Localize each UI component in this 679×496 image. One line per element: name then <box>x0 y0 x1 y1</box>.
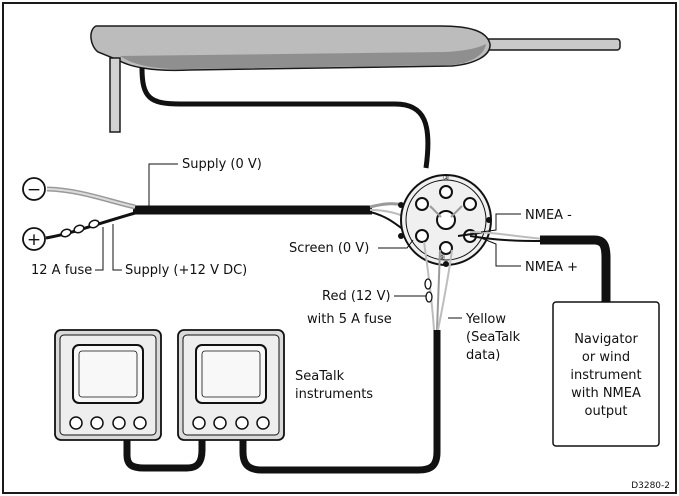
power-cable: − + <box>22 177 413 251</box>
positive-terminal-icon: + <box>22 227 46 251</box>
navigator-label-2: or wind <box>582 350 630 365</box>
label-screen-0v: Screen (0 V) <box>289 241 369 256</box>
seatalk-instrument-2 <box>177 329 285 441</box>
push-rod <box>483 38 621 51</box>
pilot-cable <box>139 67 431 169</box>
fuse-12a-holder <box>60 219 100 238</box>
callout-leaders <box>95 163 521 319</box>
navigator-label-1: Navigator <box>574 332 638 347</box>
nmea-cable <box>469 231 611 302</box>
pin-number-top: ③ <box>442 173 449 182</box>
seatalk-instrument-1 <box>54 329 162 441</box>
mounting-pin <box>109 57 121 133</box>
label-seatalk-2: instruments <box>295 387 373 402</box>
svg-text:+: + <box>27 230 41 250</box>
navigator-label-4: with NMEA <box>571 386 641 401</box>
label-fuse-12a: 12 A fuse <box>31 263 92 278</box>
label-yellow-1: Yellow <box>465 312 506 327</box>
navigator-box: Navigator or wind instrument with NMEA o… <box>552 301 660 447</box>
negative-terminal-icon: − <box>22 177 46 201</box>
pin-number-bottom: ⑨ <box>438 253 445 262</box>
label-supply-12v: Supply (+12 V DC) <box>125 263 247 278</box>
navigator-label-5: output <box>585 404 628 419</box>
label-yellow-3: data) <box>466 348 500 363</box>
label-red-1: Red (12 V) <box>322 289 391 304</box>
label-supply-0v: Supply (0 V) <box>182 157 262 172</box>
reference-code: D3280-2 <box>631 481 670 491</box>
label-seatalk-1: SeaTalk <box>295 369 345 384</box>
label-yellow-2: (SeaTalk <box>466 330 521 345</box>
pilot-body-shadow <box>120 44 486 70</box>
label-red-2: with 5 A fuse <box>307 312 392 327</box>
label-nmea-minus: NMEA - <box>525 208 572 223</box>
label-nmea-plus: NMEA + <box>525 260 578 275</box>
navigator-label-3: instrument <box>570 368 641 383</box>
tiller-pilot <box>90 25 621 169</box>
socket-connector-icon: ③ ⑨ <box>398 173 492 267</box>
seatalk-cable <box>123 241 453 474</box>
svg-text:−: − <box>27 180 41 200</box>
